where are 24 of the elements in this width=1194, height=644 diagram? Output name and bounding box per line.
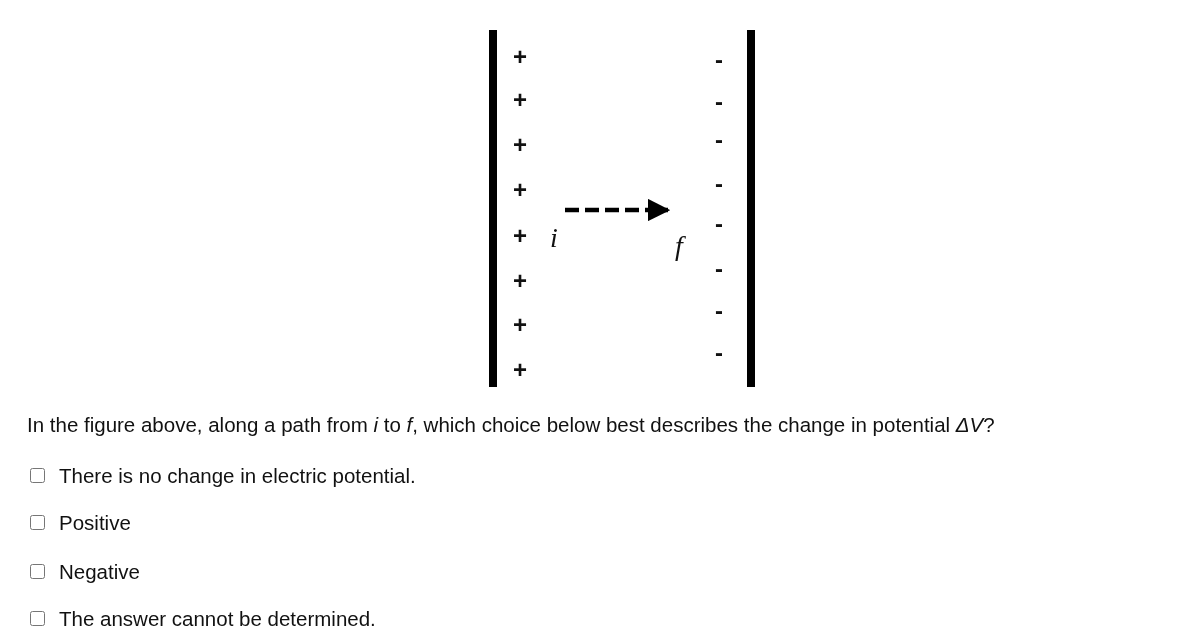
point-label: f bbox=[668, 210, 690, 260]
plus-sign: + bbox=[513, 269, 527, 293]
minus-sign: - bbox=[715, 299, 723, 323]
plus-sign: + bbox=[513, 133, 527, 157]
plus-sign: + bbox=[513, 45, 527, 69]
point-label: i bbox=[543, 210, 565, 252]
minus-sign: - bbox=[715, 48, 723, 72]
minus-sign: - bbox=[715, 128, 723, 152]
minus-sign: - bbox=[715, 172, 723, 196]
plus-sign: + bbox=[513, 178, 527, 202]
plus-sign: + bbox=[513, 358, 527, 382]
minus-sign: - bbox=[715, 212, 723, 236]
answer-choice: Negative bbox=[59, 560, 140, 584]
answer-choice: The answer cannot be determined. bbox=[59, 607, 376, 631]
plus-sign: + bbox=[513, 224, 527, 248]
answer-choice: Positive bbox=[59, 511, 131, 535]
minus-sign: - bbox=[715, 341, 723, 365]
dashed-arrow bbox=[565, 198, 671, 222]
minus-sign: - bbox=[715, 90, 723, 114]
question-text: In the figure above, along a path from i to f, which choice below best describes the change in potential ΔV? bbox=[27, 413, 995, 437]
plus-sign: + bbox=[513, 313, 527, 337]
minus-sign: - bbox=[715, 257, 723, 281]
answer-choice: There is no change in electric potential. bbox=[59, 464, 416, 488]
plus-sign: + bbox=[513, 88, 527, 112]
